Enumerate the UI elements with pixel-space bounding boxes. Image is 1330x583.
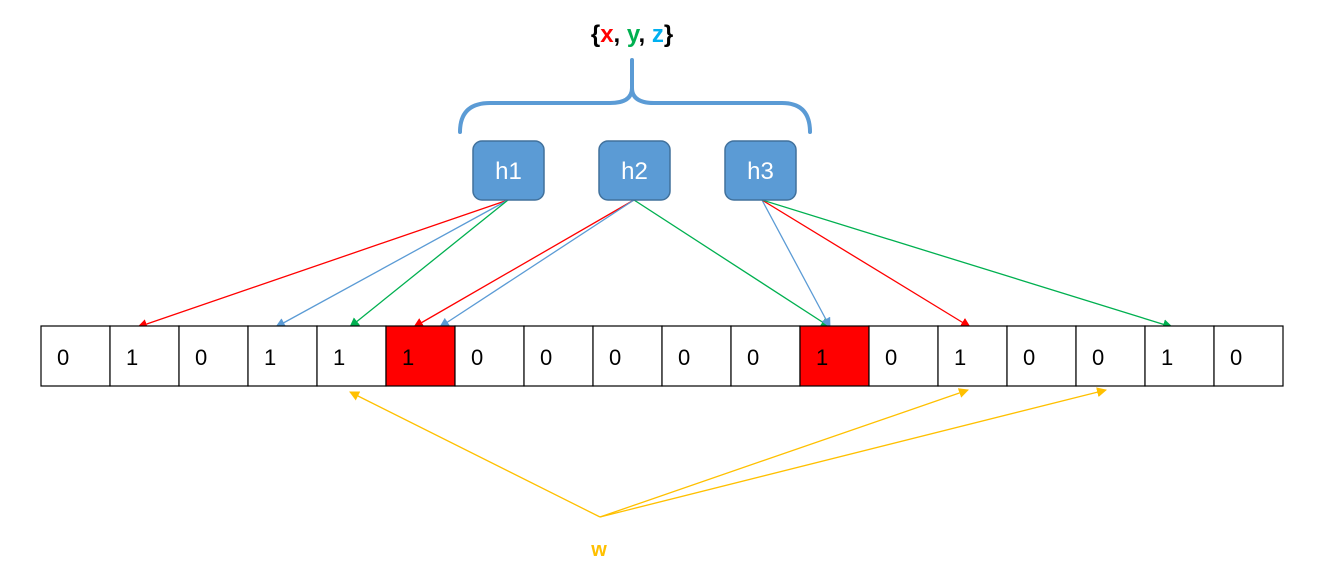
bit-cell-13: 1 (937, 325, 1008, 387)
set-element-z: z (652, 21, 664, 48)
bit-cell-2: 0 (178, 325, 249, 387)
bit-cell-box (1144, 325, 1215, 387)
set-separator-2: , (638, 21, 651, 48)
bit-value: 1 (333, 345, 345, 370)
hash-function-h3-label: h3 (747, 158, 774, 185)
query-element-w: w (590, 539, 607, 561)
bit-cell-14: 0 (1006, 325, 1077, 387)
bit-value: 1 (954, 345, 966, 370)
bit-cell-box (1213, 325, 1284, 387)
set-separator-1: , (614, 21, 627, 48)
bit-cell-box (592, 325, 663, 387)
bit-cell-6: 0 (454, 325, 525, 387)
arrow-h3-z (761, 199, 831, 328)
arrow-w-to-bit-13 (599, 388, 969, 518)
bit-cell-9: 0 (661, 325, 732, 387)
bit-value: 0 (471, 345, 483, 370)
bit-cell-12: 0 (868, 325, 939, 387)
set-open-brace: { (591, 21, 600, 48)
arrow-h1-y (349, 199, 509, 328)
arrow-h1-x (137, 199, 509, 329)
bit-cell-15: 0 (1075, 325, 1146, 387)
arrow-w-to-bit-15 (599, 387, 1107, 518)
bit-cell-8: 0 (592, 325, 663, 387)
bit-cell-box (523, 325, 594, 387)
set-label: {x, y, z} (591, 21, 673, 48)
arrow-h1-z (275, 199, 509, 328)
bit-value: 0 (885, 345, 897, 370)
hash-function-h2-label: h2 (621, 158, 648, 185)
curly-brace (458, 58, 812, 134)
hash-function-h1: h1 (472, 140, 545, 201)
bit-value: 0 (540, 345, 552, 370)
bit-value: 0 (747, 345, 759, 370)
set-close-brace: } (664, 21, 673, 48)
bit-cell-5: 1 (385, 325, 456, 387)
arrow-w-to-bit-4 (349, 391, 601, 518)
set-element-x: x (600, 21, 614, 48)
bit-value: 0 (1092, 345, 1104, 370)
bit-value: 0 (57, 345, 69, 370)
bit-array: 0 1 0 1 1 1 0 0 0 0 0 1 0 1 0 0 1 0 (40, 325, 1284, 387)
bit-value: 0 (609, 345, 621, 370)
bit-cell-7: 0 (523, 325, 594, 387)
bit-cell-3: 1 (247, 325, 318, 387)
bit-cell-box (799, 325, 870, 387)
bit-cell-box (937, 325, 1008, 387)
bit-cell-10: 0 (730, 325, 801, 387)
bit-cell-box (40, 325, 111, 387)
bit-cell-4: 1 (316, 325, 387, 387)
bit-cell-17: 0 (1213, 325, 1284, 387)
bit-cell-11: 1 (799, 325, 870, 387)
set-element-y: y (627, 21, 641, 48)
bit-value: 1 (816, 345, 828, 370)
arrow-h2-z (439, 199, 635, 328)
bit-cell-box (661, 325, 732, 387)
bit-cell-16: 1 (1144, 325, 1215, 387)
bit-cell-box (730, 325, 801, 387)
bit-value: 1 (264, 345, 276, 370)
bit-value: 0 (1023, 345, 1035, 370)
bit-cell-box (316, 325, 387, 387)
bit-cell-box (1075, 325, 1146, 387)
arrow-h3-y (761, 199, 1173, 330)
hash-function-h1-label: h1 (495, 158, 522, 185)
bit-value: 1 (126, 345, 138, 370)
bit-cell-1: 1 (109, 325, 180, 387)
hash-function-h2: h2 (598, 140, 671, 201)
bit-cell-0: 0 (40, 325, 111, 387)
bit-cell-box (868, 325, 939, 387)
bit-cell-box (1006, 325, 1077, 387)
bit-value: 0 (195, 345, 207, 370)
hash-function-h3: h3 (724, 140, 797, 201)
bit-cell-box (109, 325, 180, 387)
arrow-h3-x (761, 199, 971, 328)
bit-value: 0 (1230, 345, 1242, 370)
bit-cell-box (454, 325, 525, 387)
arrow-h2-y (633, 199, 831, 328)
bit-cell-box (247, 325, 318, 387)
arrow-h2-x (413, 199, 635, 328)
bit-value: 0 (678, 345, 690, 370)
bit-cell-box (385, 325, 456, 387)
bit-value: 1 (402, 345, 414, 370)
bit-value: 1 (1161, 345, 1173, 370)
bit-cell-box (178, 325, 249, 387)
